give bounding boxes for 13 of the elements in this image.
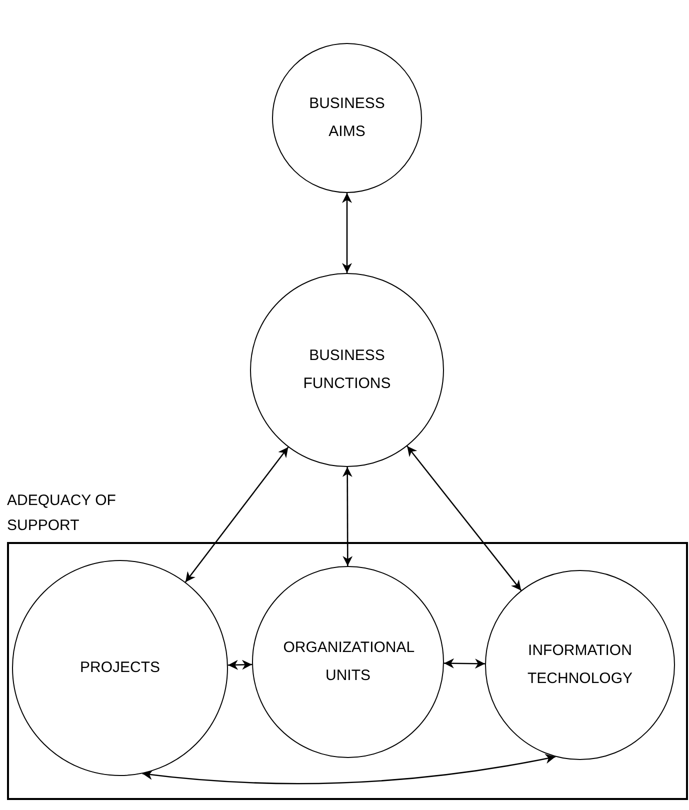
- double-arrow: [228, 660, 252, 670]
- node-label: BUSINESS AIMS: [308, 94, 386, 142]
- node-label: BUSINESS FUNCTIONS: [302, 346, 392, 394]
- double-arrow: [406, 446, 522, 591]
- double-arrow: [184, 446, 289, 582]
- double-arrow: [342, 467, 353, 566]
- double-arrow: [444, 658, 486, 669]
- group-label: ADEQUACY OF SUPPORT: [7, 491, 117, 536]
- node-label: PROJECTS: [80, 658, 160, 678]
- double-arrow: [342, 193, 352, 273]
- node-label: INFORMATION TECHNOLOGY: [526, 641, 634, 689]
- node-label: ORGANIZATIONAL UNITS: [283, 638, 413, 686]
- double-arrow: [142, 754, 556, 784]
